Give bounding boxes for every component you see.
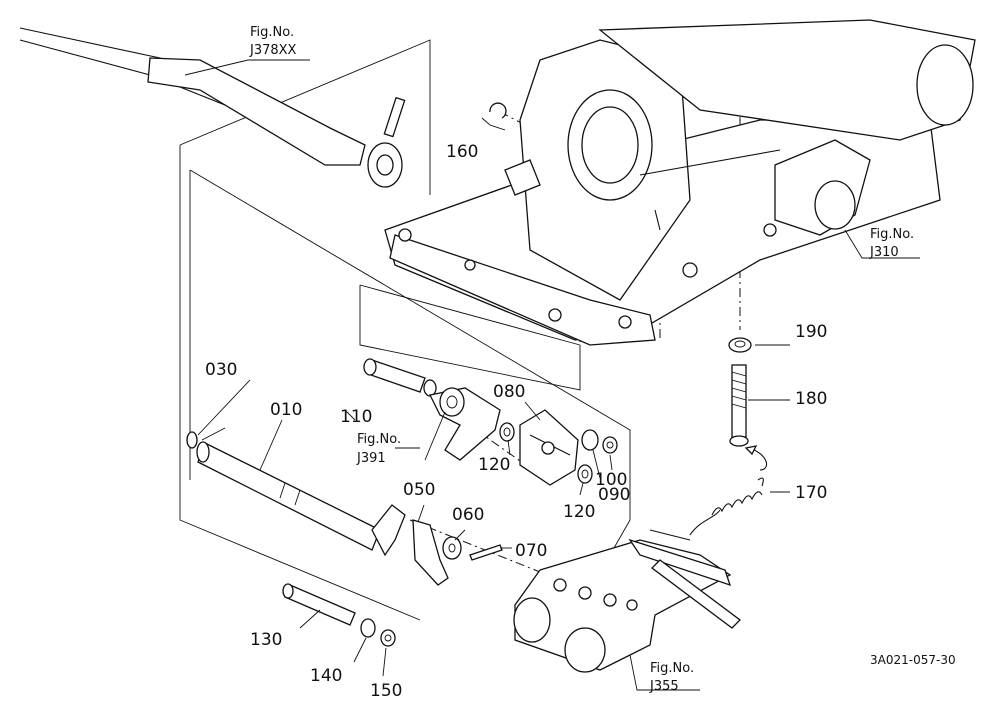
label-190: 190 xyxy=(795,322,827,342)
part-100-washer xyxy=(602,436,618,454)
part-160-circlip xyxy=(489,102,507,119)
part-170-spring xyxy=(689,445,768,536)
part-010-shaft xyxy=(196,441,406,557)
fig-ref-j391: Fig.No. J391 xyxy=(356,432,401,466)
label-030: 030 xyxy=(205,360,237,380)
part-050-fork xyxy=(412,519,449,586)
part-070-pin xyxy=(469,544,503,561)
figure-code: 3A021-057-30 xyxy=(870,653,956,667)
fig-ref-j378xx: Fig.No. J378XX xyxy=(249,25,297,58)
fig-ref-id: J355 xyxy=(649,679,679,694)
label-070: 070 xyxy=(515,541,547,561)
label-140: 140 xyxy=(310,666,342,686)
label-060: 060 xyxy=(452,505,484,525)
part-140-bushing xyxy=(360,618,376,638)
label-130: 130 xyxy=(250,630,282,650)
part-190-nut xyxy=(728,337,752,353)
transmission-housing xyxy=(384,19,976,346)
part-120-washer-a xyxy=(499,422,515,442)
part-080-bracket xyxy=(519,409,579,486)
part-060-washer xyxy=(442,536,462,560)
fig-ref-prefix: Fig.No. xyxy=(650,661,694,676)
part-labels: 010 030 050 060 070 080 090 100 110 120 … xyxy=(205,142,827,701)
part-150-nut xyxy=(380,629,396,647)
fig-ref-id: J391 xyxy=(356,451,386,466)
figure-references: Fig.No. J378XX Fig.No. J310 Fig.No. J391… xyxy=(249,25,914,694)
upper-linkage-rod xyxy=(19,27,406,188)
label-150: 150 xyxy=(370,681,402,701)
fig-ref-j310: Fig.No. J310 xyxy=(869,227,914,260)
part-120-washer-b xyxy=(577,464,593,484)
leader-lines xyxy=(184,59,920,691)
label-120-b: 120 xyxy=(563,502,595,522)
fig-ref-id: J310 xyxy=(869,245,899,260)
part-090-collar xyxy=(581,429,599,451)
label-100: 100 xyxy=(595,470,627,490)
label-010: 010 xyxy=(270,400,302,420)
label-050: 050 xyxy=(403,480,435,500)
label-170: 170 xyxy=(795,483,827,503)
fig-ref-prefix: Fig.No. xyxy=(357,432,401,447)
lever-j391 xyxy=(429,387,501,461)
label-090: 090 xyxy=(598,485,630,505)
part-130-shaft xyxy=(282,583,356,626)
label-160: 160 xyxy=(446,142,478,162)
label-080: 080 xyxy=(493,382,525,402)
fig-ref-id: J378XX xyxy=(249,43,297,58)
label-180: 180 xyxy=(795,389,827,409)
valve-assembly-j355 xyxy=(513,529,741,673)
label-120-a: 120 xyxy=(478,455,510,475)
fig-ref-prefix: Fig.No. xyxy=(870,227,914,242)
part-030-o-ring xyxy=(186,431,198,449)
fig-ref-prefix: Fig.No. xyxy=(250,25,294,40)
fig-ref-j355: Fig.No. J355 xyxy=(649,661,694,694)
label-110: 110 xyxy=(340,407,372,427)
part-110-pin xyxy=(363,358,437,397)
part-180-bolt xyxy=(729,364,749,447)
